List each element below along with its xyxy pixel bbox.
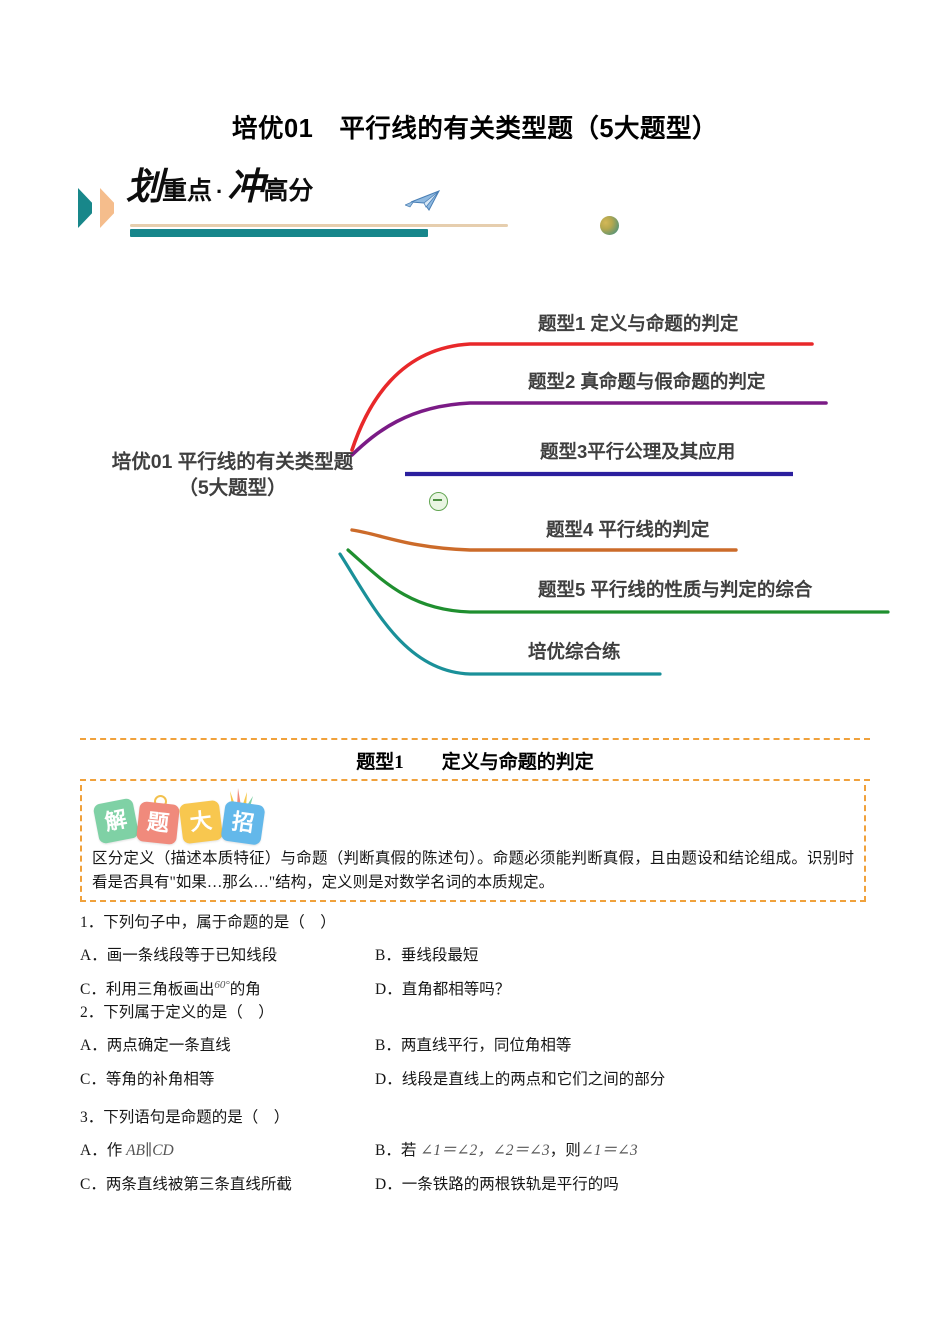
banner-rule-thin — [130, 224, 508, 227]
question-2-options-row-2: C．等角的补角相等 D．线段是直线上的两点和它们之间的部分 — [80, 1067, 870, 1089]
question-3-option-c[interactable]: C．两条直线被第三条直线所截 — [80, 1176, 292, 1193]
section-header-prefix: 题型 — [356, 752, 395, 773]
section-header: 题型1 定义与命题的判定 — [80, 738, 870, 781]
question-2-option-c[interactable]: C．等角的补角相等 — [80, 1071, 215, 1088]
question-3-options-row-2: C．两条直线被第三条直线所截 D．一条铁路的两根铁轨是平行的吗 — [80, 1172, 870, 1194]
section-header-wrap: 题型1 定义与命题的判定 — [80, 738, 870, 781]
mindmap-branch-2[interactable]: 题型2 真命题与假命题的判定 — [528, 371, 766, 392]
badge-card-3: 大 — [178, 799, 224, 845]
section-header-title: 定义与命题的判定 — [441, 752, 594, 773]
question-1-option-c[interactable]: C．利用三角板画出60°的角 — [80, 978, 261, 998]
question-3-option-a-math: AB∥CD — [126, 1142, 174, 1159]
badge-card-2: 题 — [136, 801, 180, 845]
question-1: 1．下列句子中，属于命题的是（ ） A．画一条线段等于已知线段 B．垂线段最短 … — [80, 910, 870, 1011]
question-2: 2．下列属于定义的是（ ） A．两点确定一条直线 B．两直线平行，同位角相等 C… — [80, 1000, 870, 1101]
mindmap-curves — [338, 342, 890, 676]
mindmap-branch-3[interactable]: 题型3平行公理及其应用 — [540, 441, 736, 462]
badge-card-1: 解 — [92, 797, 140, 845]
question-2-stem: 2．下列属于定义的是（ ） — [80, 1004, 274, 1021]
question-3: 3．下列语句是命题的是（ ） A．作 AB∥CD B．若 ∠1＝∠2，∠2＝∠3… — [80, 1105, 870, 1206]
badge-card-4: 招 — [220, 800, 266, 846]
question-3-stem: 3．下列语句是命题的是（ ） — [80, 1109, 290, 1126]
banner-word-2: 重点 — [162, 177, 213, 205]
question-3-option-d[interactable]: D．一条铁路的两根铁轨是平行的吗 — [375, 1176, 619, 1193]
chevron-peach-inner-icon — [114, 188, 133, 228]
page-title: 培优01 平行线的有关类型题（5大题型） — [231, 115, 719, 143]
banner-dot: · — [216, 179, 224, 204]
question-2-option-a[interactable]: A．两点确定一条直线 — [80, 1037, 231, 1054]
question-1-option-d[interactable]: D．直角都相等吗？ — [375, 981, 511, 998]
question-3-option-b[interactable]: B．若 ∠1＝∠2，∠2＝∠3，则∠1＝∠3 — [375, 1142, 638, 1159]
section-header-number: 1 — [394, 752, 404, 773]
question-3-option-a[interactable]: A．作 AB∥CD — [80, 1142, 174, 1159]
mindmap-branch-6[interactable]: 培优综合练 — [528, 641, 621, 662]
banner-text: 划重点·冲高分 — [126, 168, 313, 205]
question-2-option-b[interactable]: B．两直线平行，同位角相等 — [375, 1037, 572, 1054]
tip-text: 区分定义（描述本质特征）与命题（判断真假的陈述句）。命题必须能判断真假，且由题设… — [92, 850, 854, 891]
question-3-option-b-math: ∠1＝∠2，∠2＝∠3 — [420, 1142, 550, 1159]
question-2-option-d[interactable]: D．线段是直线上的两点和它们之间的部分 — [375, 1071, 666, 1088]
highlight-banner: 划重点·冲高分 — [78, 166, 619, 248]
banner-end-dot — [600, 216, 619, 235]
question-3-option-b-math-2: ∠1＝∠3 — [580, 1142, 638, 1159]
jieti-dazhao-badge: 解 题 大 招 — [92, 788, 277, 847]
question-1-option-a[interactable]: A．画一条线段等于已知线段 — [80, 947, 278, 964]
banner-word-3: 冲 — [227, 166, 264, 207]
mindmap-center-line-1: 培优01 平行线的有关类型题 — [111, 451, 354, 473]
banner-rule-thick — [130, 229, 428, 237]
question-2-options-row-1: A．两点确定一条直线 B．两直线平行，同位角相等 — [80, 1033, 870, 1055]
mindmap-collapse-button[interactable] — [429, 492, 448, 511]
mindmap-branch-4[interactable]: 题型4 平行线的判定 — [546, 519, 710, 540]
banner-word-1: 划 — [126, 166, 163, 207]
question-1-option-c-math: 60° — [214, 978, 230, 991]
banner-word-4: 高分 — [263, 177, 314, 205]
mindmap-center-node: 培优01 平行线的有关类型题 （5大题型） — [60, 450, 405, 501]
mindmap: 培优01 平行线的有关类型题 （5大题型） 题型1 定义与命题的判定 题型2 真… — [0, 282, 950, 710]
mindmap-branch-5[interactable]: 题型5 平行线的性质与判定的综合 — [538, 579, 813, 600]
question-1-stem: 1．下列句子中，属于命题的是（ ） — [80, 914, 336, 931]
question-1-option-b[interactable]: B．垂线段最短 — [375, 947, 479, 964]
mindmap-branch-1[interactable]: 题型1 定义与命题的判定 — [538, 313, 739, 334]
mindmap-center-line-2: （5大题型） — [178, 476, 287, 499]
paper-plane-icon — [405, 188, 445, 214]
question-1-options-row-1: A．画一条线段等于已知线段 B．垂线段最短 — [80, 943, 870, 965]
question-1-options-row-2: C．利用三角板画出60°的角 D．直角都相等吗？ — [80, 977, 870, 999]
tip-box: 解 题 大 招 区分定义（描述本质特征）与命题（判断真假的陈述句）。命题必须能判… — [80, 785, 866, 902]
question-3-options-row-1: A．作 AB∥CD B．若 ∠1＝∠2，∠2＝∠3，则∠1＝∠3 — [80, 1138, 870, 1160]
